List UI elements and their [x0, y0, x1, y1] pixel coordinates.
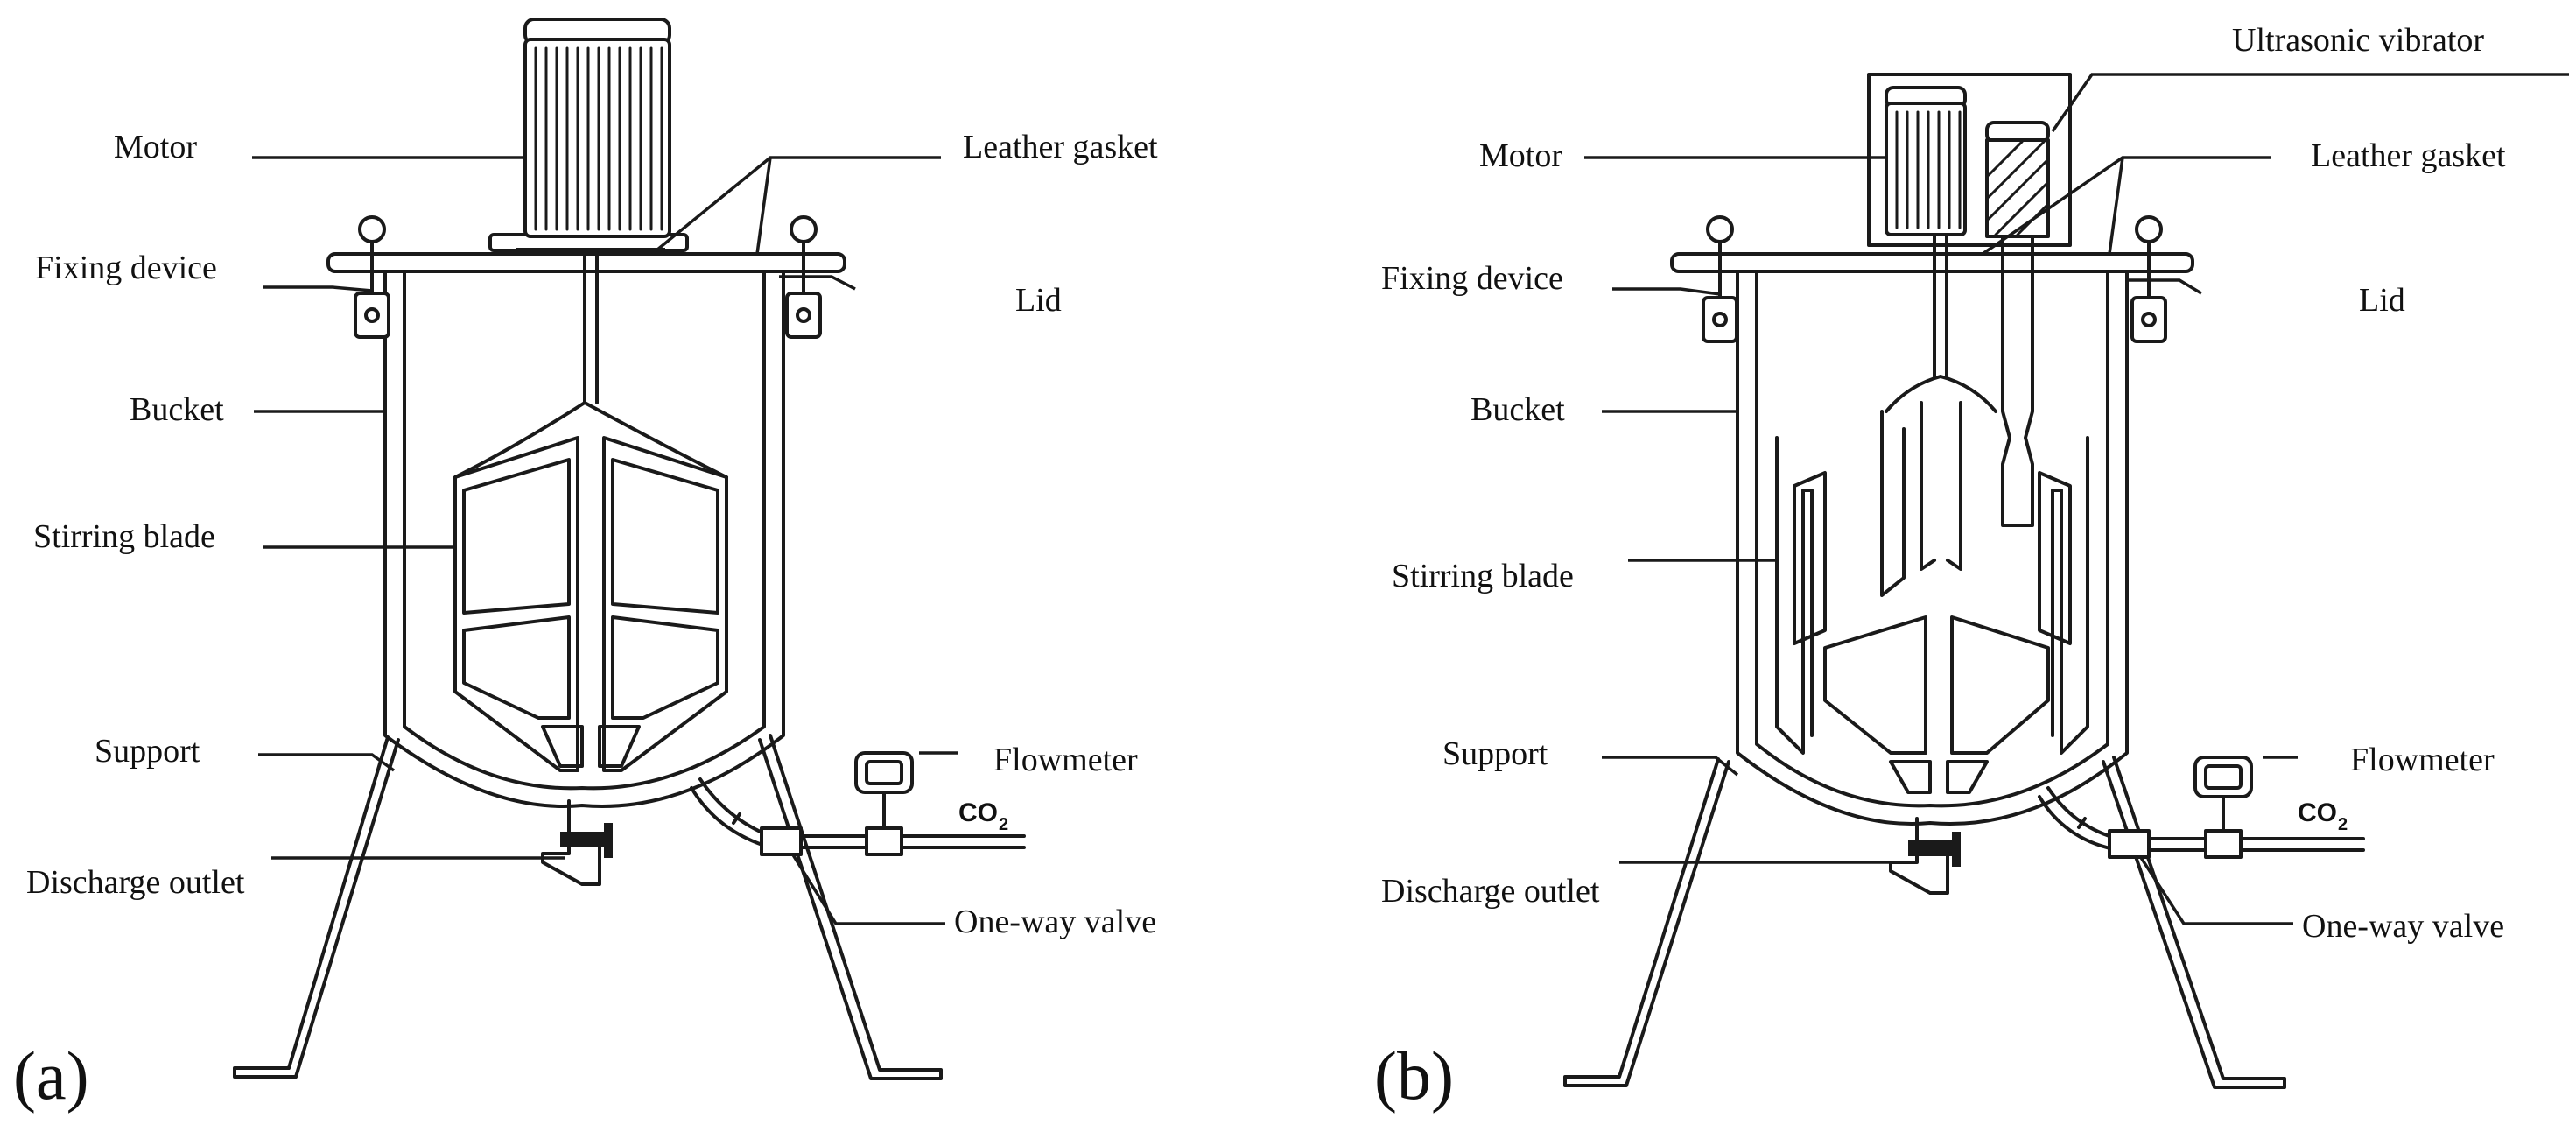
- label-lid: Lid: [1015, 282, 1062, 319]
- label-flowmeter-b: Flowmeter: [2350, 742, 2495, 778]
- label-fixing-device-b: Fixing device: [1381, 260, 1563, 297]
- label-leather-gasket-b: Leather gasket: [2311, 137, 2506, 174]
- panel-letter-a: (a): [13, 1037, 89, 1114]
- label-ultrasonic-vibrator: Ultrasonic vibrator: [2232, 22, 2484, 59]
- label-support-b: Support: [1442, 735, 1548, 772]
- label-bucket-b: Bucket: [1470, 391, 1565, 428]
- fixing-device-left-b: [1702, 215, 1738, 343]
- label-motor: Motor: [114, 129, 197, 165]
- labels-a: Motor Leather gasket Fixing device Lid B…: [13, 129, 1158, 1114]
- label-stirring-blade: Stirring blade: [33, 518, 215, 555]
- support-legs: [233, 734, 943, 1080]
- label-lid-b: Lid: [2359, 282, 2405, 319]
- fixing-device-left: [354, 215, 390, 339]
- leaders-b: [1584, 73, 2569, 925]
- label-flowmeter: Flowmeter: [993, 742, 1138, 778]
- label-discharge-outlet: Discharge outlet: [26, 864, 245, 901]
- label-support: Support: [95, 733, 200, 770]
- fixing-device-right-b: [2130, 215, 2167, 343]
- motor-b: [1885, 86, 1967, 236]
- stirring-blade-b: [1775, 233, 2089, 794]
- ultrasonic-vibrator: [1985, 121, 2050, 527]
- motor: [523, 18, 671, 238]
- label-leather-gasket: Leather gasket: [963, 129, 1158, 165]
- labels-b: Ultrasonic vibrator Motor Leather gasket…: [1374, 22, 2506, 1114]
- discharge-outlet: [541, 799, 613, 886]
- label-co2-sub-b: 2: [2338, 815, 2348, 834]
- lid-b: [1670, 252, 2194, 273]
- panel-letter-b: (b): [1374, 1037, 1454, 1114]
- flowmeter-gauge: [854, 751, 914, 794]
- one-way-valve-body-b: [2108, 829, 2151, 859]
- panel-a: Motor Leather gasket Fixing device Lid B…: [13, 18, 1158, 1114]
- gas-line-b: [2038, 756, 2365, 859]
- gas-line: [690, 751, 1026, 856]
- leather-gasket: [488, 233, 689, 255]
- panel-b: Ultrasonic vibrator Motor Leather gasket…: [1374, 22, 2569, 1114]
- label-co2-b: CO: [2298, 798, 2337, 827]
- fixing-device-right: [785, 215, 822, 339]
- stirring-blade: [453, 252, 728, 772]
- label-stirring-blade-b: Stirring blade: [1392, 558, 1574, 594]
- label-co2-sub: 2: [999, 815, 1008, 834]
- one-way-valve-body: [760, 826, 803, 856]
- label-motor-b: Motor: [1479, 137, 1562, 174]
- label-bucket: Bucket: [130, 391, 224, 428]
- leaders-a: [252, 156, 958, 925]
- bucket: [383, 265, 785, 808]
- bucket-b: [1736, 261, 2129, 826]
- support-legs-b: [1563, 756, 2286, 1089]
- label-co2: CO: [958, 798, 998, 827]
- label-discharge-outlet-b: Discharge outlet: [1381, 873, 1600, 910]
- discharge-outlet-b: [1889, 817, 1961, 895]
- label-one-way-valve-b: One-way valve: [2302, 908, 2504, 945]
- label-fixing-device: Fixing device: [35, 250, 217, 286]
- flowmeter-gauge-b: [2193, 756, 2253, 798]
- label-one-way-valve: One-way valve: [954, 903, 1156, 940]
